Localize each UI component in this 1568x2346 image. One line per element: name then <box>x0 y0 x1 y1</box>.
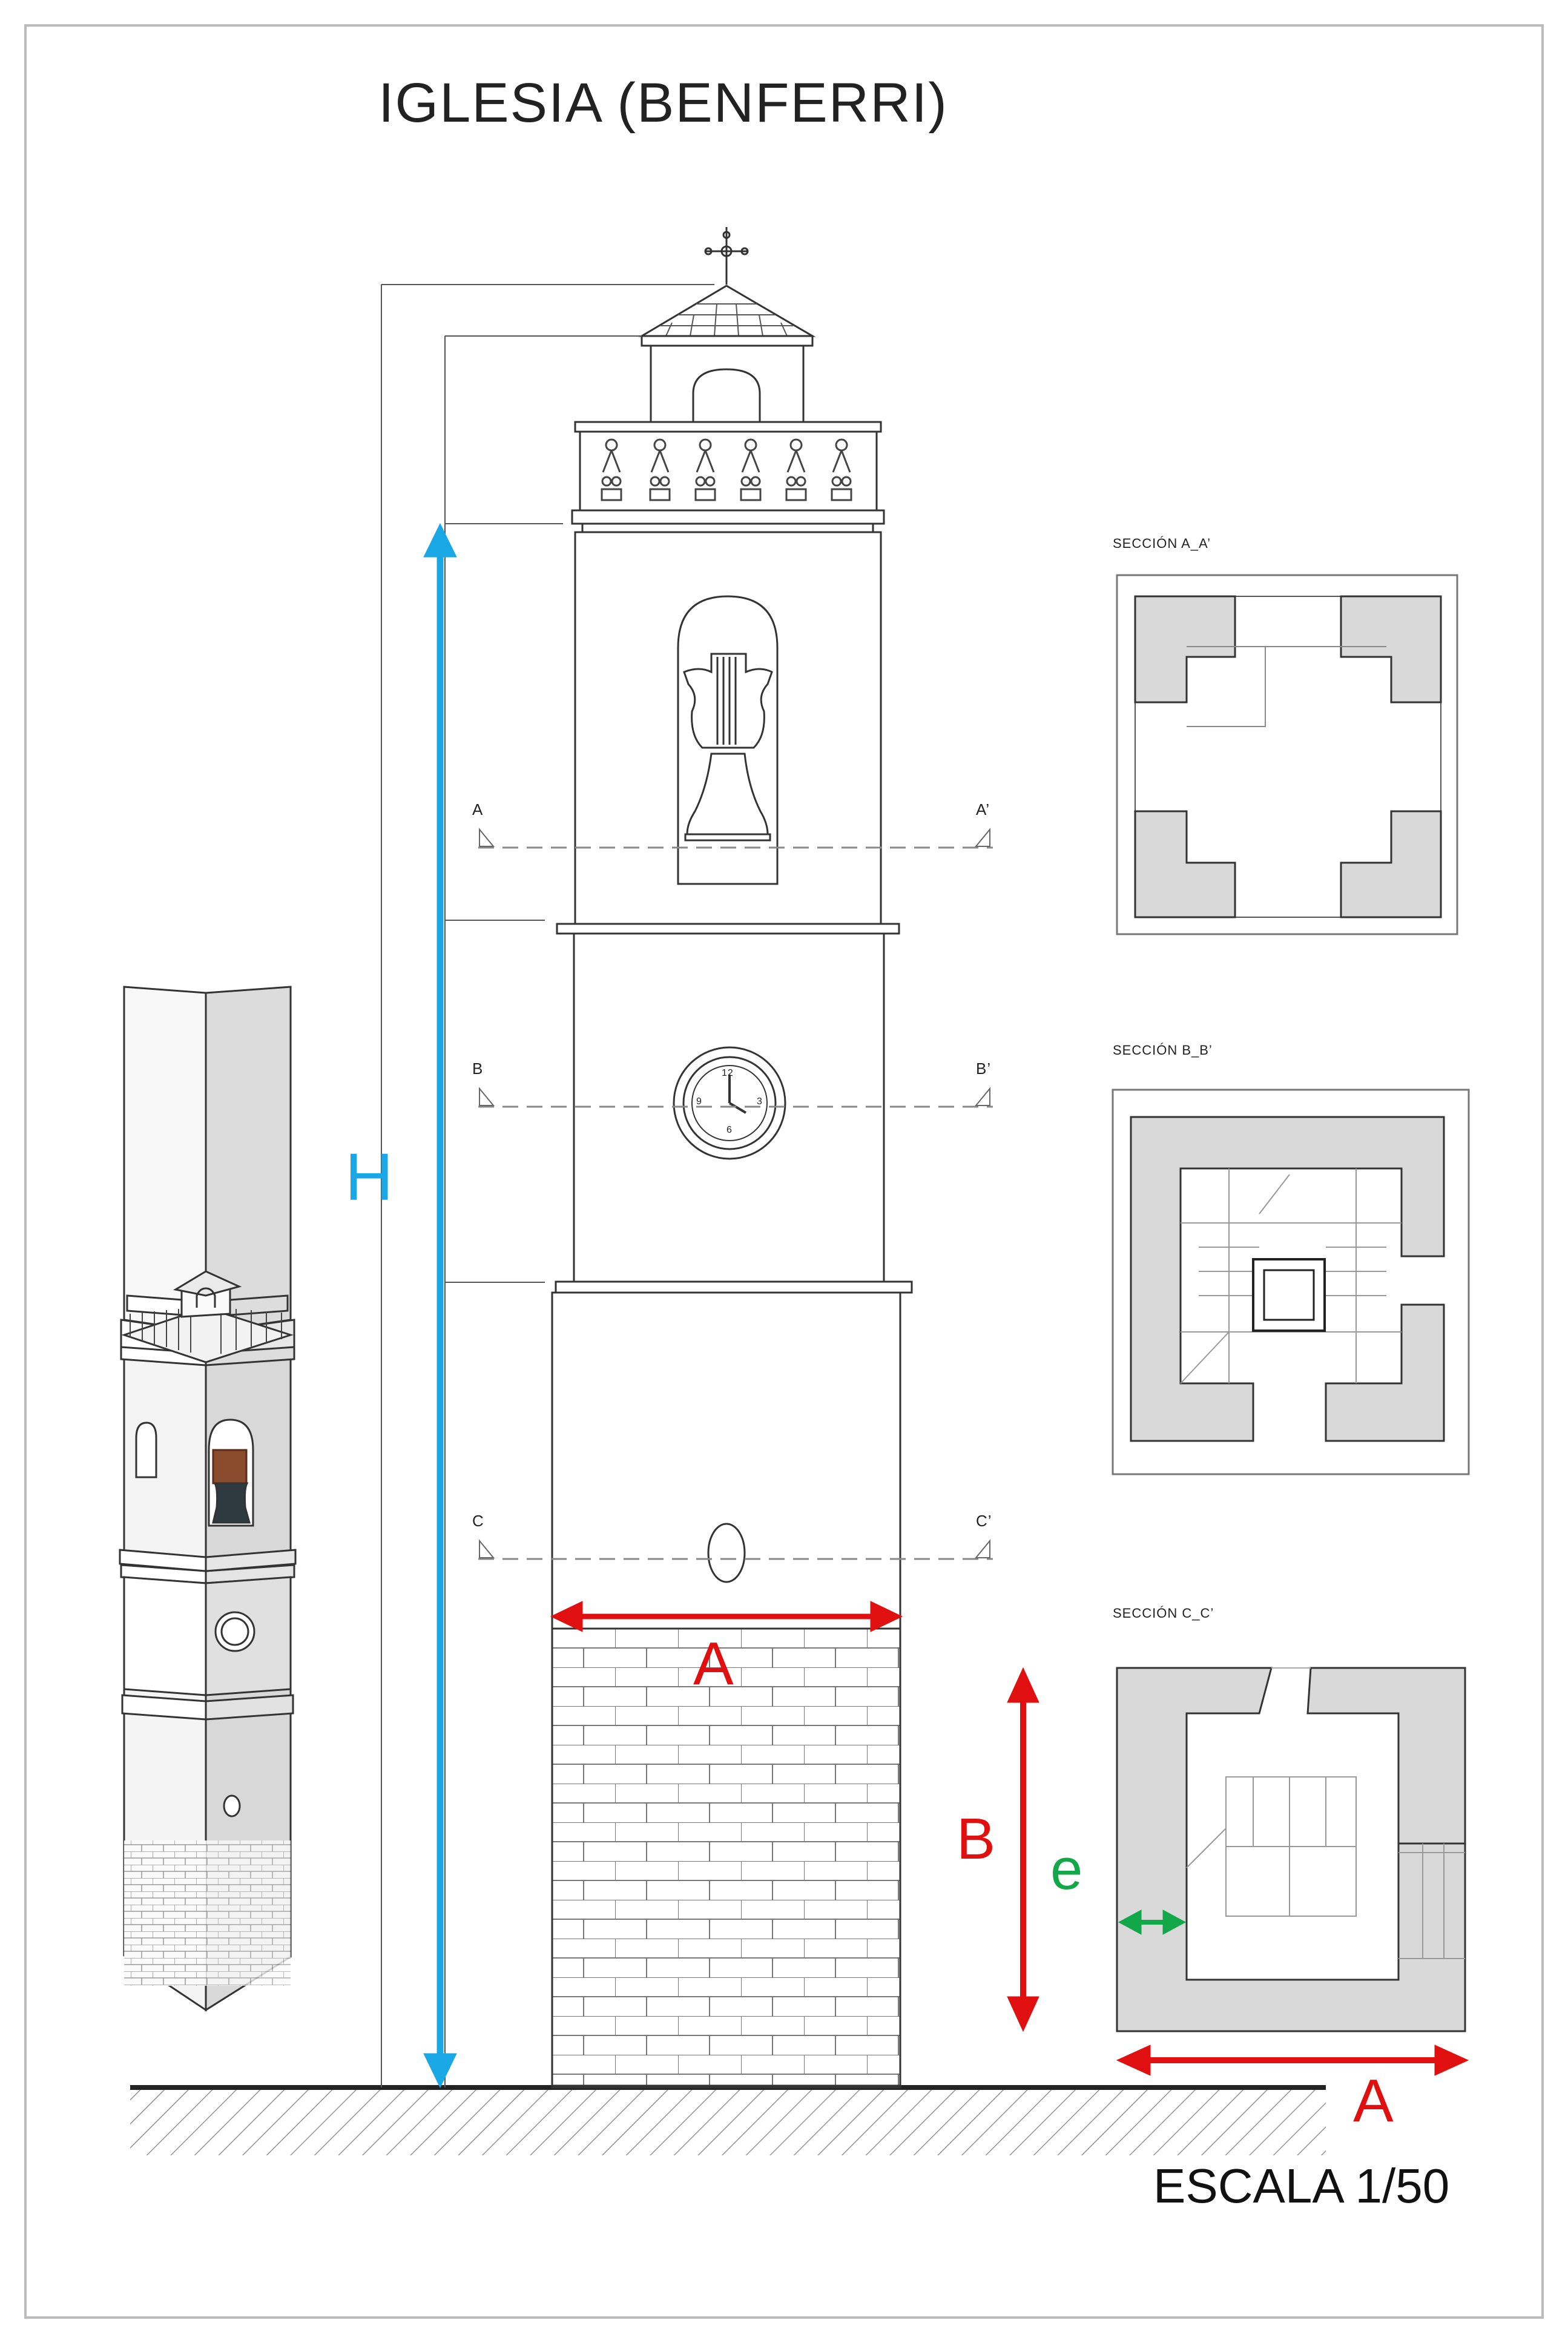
dimension-lines <box>381 284 714 2087</box>
cross-finial <box>704 227 749 285</box>
plan-width-arrow <box>1116 2045 1469 2076</box>
scale-label: ESCALA 1/50 <box>1153 2159 1450 2213</box>
section-b-title: SECCIÓN B_B’ <box>1113 1043 1213 1058</box>
section-mark-b-right: B’ <box>976 1059 992 1078</box>
balustrade-top-rail <box>574 421 882 433</box>
balustrade <box>579 430 878 512</box>
roof-tiles <box>660 303 793 337</box>
lantern-roof <box>638 285 816 337</box>
section-a-plan <box>1116 574 1458 935</box>
section-c-plan <box>1116 1667 1466 2032</box>
plan-depth-label: B <box>957 1807 996 1871</box>
sheet-border <box>24 24 1544 2319</box>
section-c-title: SECCIÓN C_C’ <box>1113 1606 1214 1621</box>
balusters <box>601 438 852 501</box>
section-cut-lines <box>478 846 993 1560</box>
height-dimension-arrow <box>423 522 457 2089</box>
section-cut-markers <box>479 828 990 1558</box>
front-width-arrow <box>550 1601 903 1632</box>
cornice-2 <box>555 1280 913 1294</box>
clock-numeral-3: 3 <box>757 1096 763 1107</box>
clock-icon <box>673 1046 786 1160</box>
section-a-title: SECCIÓN A_A’ <box>1113 536 1211 551</box>
section-mark-a-right: A’ <box>976 800 990 819</box>
cornice-1 <box>556 923 900 935</box>
plan-depth-arrow <box>1007 1667 1039 2032</box>
front-width-label: A <box>693 1630 734 1698</box>
wall-thickness-label: e <box>1050 1837 1083 1902</box>
section-mark-c-left: C <box>472 1512 484 1530</box>
section-mark-a-left: A <box>472 800 484 819</box>
masonry-plinth <box>551 1627 901 2087</box>
plan-width-label: A <box>1353 2067 1394 2135</box>
balustrade-base <box>571 509 885 525</box>
lantern-arch <box>692 368 761 423</box>
wall-thickness-arrow <box>1118 1909 1187 1935</box>
ground-hatch <box>130 2090 1326 2155</box>
drawing-title: IGLESIA (BENFERRI) <box>378 72 948 134</box>
bell-icon <box>683 653 773 842</box>
height-label: H <box>345 1140 394 1214</box>
section-mark-b-left: B <box>472 1059 484 1078</box>
section-b-plan <box>1112 1089 1470 1475</box>
tower-elevation <box>551 227 913 2089</box>
clock-numeral-6: 6 <box>726 1125 733 1135</box>
section-mark-c-right: C’ <box>976 1512 992 1530</box>
base-oculus <box>707 1523 746 1583</box>
clock-numeral-12: 12 <box>722 1068 734 1078</box>
clock-numeral-9: 9 <box>696 1096 702 1107</box>
tower-3d-model <box>119 986 297 2012</box>
